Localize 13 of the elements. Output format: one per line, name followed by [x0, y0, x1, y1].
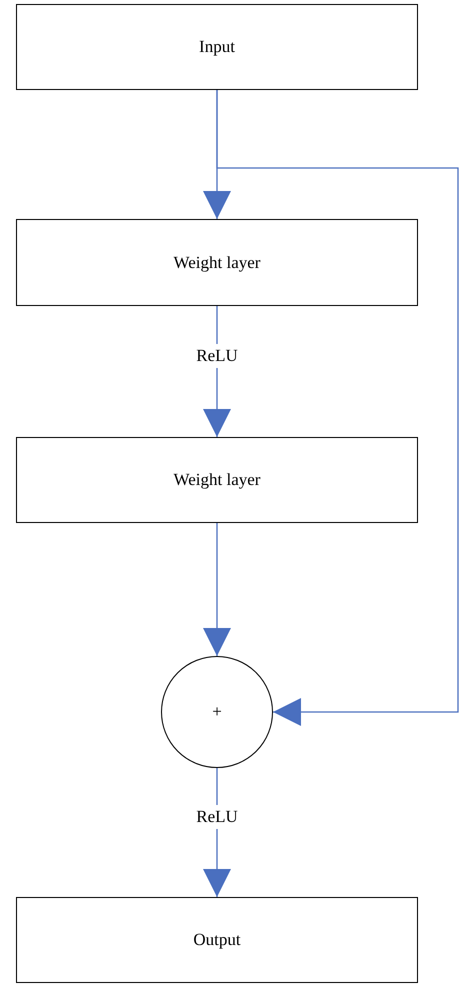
layer-box — [16, 4, 418, 90]
arrow — [203, 523, 231, 656]
layer-box — [16, 897, 418, 983]
arrow — [203, 306, 231, 437]
node-label: Input — [199, 37, 235, 57]
arrow — [203, 768, 231, 897]
layer-box — [16, 219, 418, 306]
node-label: + — [212, 702, 222, 722]
layer-box — [16, 437, 418, 523]
node-label: Weight layer — [174, 470, 260, 490]
node-label: Output — [193, 930, 241, 950]
node-label: Weight layer — [174, 252, 260, 272]
arrow — [216, 90, 459, 726]
